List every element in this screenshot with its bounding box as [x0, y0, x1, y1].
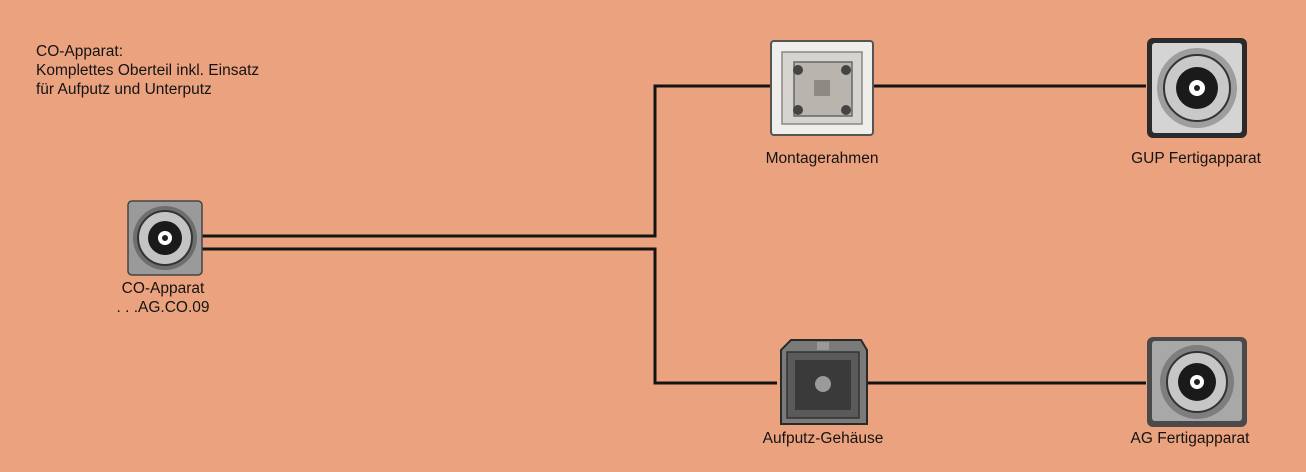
- caption: CO-Apparat: Komplettes Oberteil inkl. Ei…: [36, 42, 259, 99]
- surface-housing-icon: [780, 339, 868, 425]
- mounting-frame-icon: [770, 40, 874, 136]
- ag-fertigapparat-device: [1146, 336, 1248, 428]
- gup-fertigapparat-label: GUP Fertigapparat: [1131, 150, 1261, 167]
- caption-line-3: für Aufputz und Unterputz: [36, 81, 212, 98]
- co-apparat-device: [126, 199, 204, 277]
- surface-socket-icon: [1147, 337, 1247, 427]
- flush-socket-icon: [1147, 38, 1247, 138]
- wire-to-montagerahmen: [200, 84, 770, 238]
- ag-fertigapparat-label: AG Fertigapparat: [1130, 430, 1250, 447]
- caption-line-1: CO-Apparat:: [36, 43, 124, 60]
- montagerahmen-device: [770, 40, 874, 136]
- co-connector-icon: [127, 200, 203, 276]
- co-apparat-code: . . .AG.CO.09: [116, 299, 210, 316]
- aufputz-gehaeuse-device: [777, 338, 869, 426]
- wire-to-aufputz-gehaeuse: [200, 247, 777, 385]
- co-apparat-label: CO-Apparat: [121, 280, 205, 297]
- aufputz-gehaeuse-label: Aufputz-Gehäuse: [762, 430, 884, 447]
- caption-line-2: Komplettes Oberteil inkl. Einsatz: [36, 62, 260, 79]
- gup-fertigapparat-device: [1146, 37, 1248, 139]
- montagerahmen-label: Montagerahmen: [765, 150, 879, 167]
